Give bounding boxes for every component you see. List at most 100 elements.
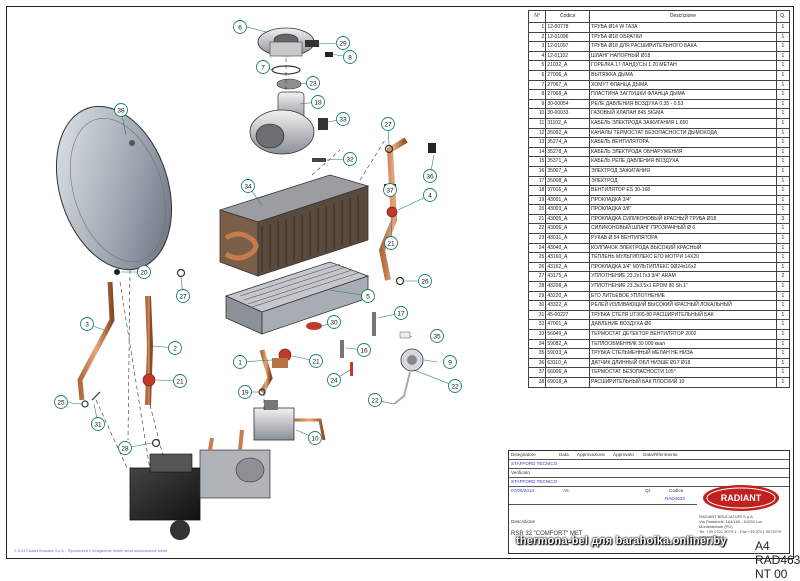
callout-23: 23 [306, 76, 320, 90]
table-cell-n: 11 [527, 117, 547, 129]
callout-label: 7 [261, 64, 265, 71]
table-cell-d: ВЫТЯЖКА ДЫМА [589, 69, 777, 81]
table-cell-n: 3 [527, 41, 547, 52]
col-number: N° [527, 10, 547, 23]
tb-label-designer: Disegnatore [511, 452, 536, 457]
gasket-29 [305, 40, 319, 47]
table-cell-d: РАСШИРИТЕЛЬНЫЙ БАК ПЛОСКИЙ 10 [589, 376, 777, 388]
maker-line-3: Tel. +39 0721 9079.1 - Fax +39 0721 9079… [699, 529, 782, 534]
callout-27: 27 [176, 289, 190, 303]
table-cell-c: 43208_A [545, 281, 591, 292]
table-cell-n: 18 [527, 185, 547, 196]
table-cell-q: 1 [775, 309, 791, 321]
table-cell-d: РЕЛЕ ДАВЛЕНИЯ ВОЗДУХА 0.35 - 0.53 [589, 98, 777, 110]
table-cell-q: 1 [775, 319, 791, 330]
callout-25: 25 [54, 395, 68, 409]
air-pressure-switch-9 [400, 348, 424, 372]
exploded-view-diagram: 1234567891016171819202121212222232425262… [54, 20, 462, 540]
callout-20: 20 [137, 265, 151, 279]
table-cell-d: ТРУБКА СТЕЛЬМЕННЫЙ МЕЛАН НЕ НИЗА [589, 348, 777, 359]
tb-label-description: Descrizione [511, 519, 535, 524]
gasket-27 [176, 268, 186, 278]
table-cell-d: ХОМУТ ФЛАНЦА ДЫМА [589, 79, 777, 91]
callout-24: 24 [327, 373, 341, 387]
table-cell-n: 10 [527, 108, 547, 119]
callout-label: 5 [366, 293, 370, 300]
table-cell-n: 20 [527, 204, 547, 215]
callout-label: 34 [244, 183, 252, 190]
tb-revision: A5 [563, 488, 569, 493]
callout-label: 21 [176, 378, 184, 385]
tb-label-approved: Approvato [613, 452, 634, 457]
expansion-tank-38 [55, 105, 173, 271]
title-block: Disegnatore Data Approvazione Approvato … [508, 450, 800, 581]
table-cell-c: 43220_A [545, 290, 591, 302]
product-name: RSR 32 "COMFORT" MET [511, 531, 583, 537]
gasket-20 [114, 269, 120, 275]
tb-label-reference: Data/Riferimento [643, 452, 678, 457]
tb-code: RAD4633 [665, 496, 685, 501]
table-cell-c: 45-00227 [545, 309, 591, 321]
table-cell-n: 8 [527, 89, 547, 100]
table-cell-d: ПЛАСТИНА ЗАГЛУШКИ ФЛАНЦА ДЫМА [589, 89, 777, 100]
table-cell-d: СИЛИКОНОВЫЙ ШЛАНГ ПРОЗРАЧНЫЙ Ø 6 [589, 223, 777, 235]
table-cell-c: 27067_A [545, 79, 591, 91]
table-cell-q: 1 [775, 108, 791, 119]
callout-8: 8 [343, 50, 357, 64]
table-cell-q: 1 [775, 175, 791, 187]
plate-8 [325, 52, 333, 57]
callout-label: 29 [339, 40, 347, 47]
table-cell-c: 35008_A [545, 175, 591, 187]
table-cell-n: 32 [527, 319, 547, 330]
table-cell-c: 31102_A [545, 117, 591, 129]
logo-text: RADIANT [721, 493, 762, 503]
callout-27: 27 [381, 117, 395, 131]
tb-label-qty: Qt. [645, 488, 652, 493]
callout-17: 17 [394, 306, 408, 320]
callout-label: 10 [311, 435, 319, 442]
table-cell-n: 35 [527, 348, 547, 359]
table-cell-n: 36 [527, 357, 547, 369]
callout-37: 37 [383, 183, 397, 197]
table-cell-n: 27 [527, 271, 547, 283]
callout-label: 27 [179, 293, 187, 300]
callout-label: 21 [312, 358, 320, 365]
maker-line-2: Via Pantanelli, 164/166 - 61025 Loc. Mon… [699, 519, 764, 529]
callout-label: 27 [384, 121, 392, 128]
table-cell-c: 43160_A [545, 252, 591, 263]
sleeve-23 [276, 78, 302, 90]
table-cell-n: 4 [527, 50, 547, 62]
table-cell-c: 30-00054 [545, 98, 591, 110]
callout-label: 25 [57, 399, 65, 406]
table-cell-n: 31 [527, 309, 547, 321]
table-cell-n: 9 [527, 98, 547, 110]
table-cell-d: КАНАЛЫ ТЕРМОСТАТ БЕЗОПАСНОСТИ ДЫМОХОДА [589, 127, 777, 139]
callout-38: 38 [114, 103, 128, 117]
table-cell-n: 38 [527, 376, 547, 388]
table-cell-d: ТЕПЛЕНЬ МУЛЬТИПЛЕКС ЕГО МОТРИ 14X20 [589, 252, 777, 263]
callout-label: 24 [330, 377, 338, 384]
callout-label: 4 [428, 192, 432, 199]
callout-4: 4 [423, 188, 437, 202]
tb-approved: STAFFORD TECNICO [511, 479, 558, 484]
cable-30 [306, 322, 322, 330]
callout-32: 32 [343, 152, 357, 166]
table-cell-n: 37 [527, 367, 547, 378]
table-cell-c: 59033_A [545, 348, 591, 359]
table-cell-d: ПРОКЛАДКА 3/4" МУЛЬТИПЛЕКС 0Ø24x16x2 [589, 261, 777, 273]
callout-label: 16 [360, 347, 368, 354]
table-cell-q: 1 [775, 137, 791, 148]
parts-list-header: N° Codice Descrizione Q. [527, 10, 791, 23]
table-cell-q: 1 [775, 22, 791, 33]
table-cell-n: 19 [527, 194, 547, 206]
